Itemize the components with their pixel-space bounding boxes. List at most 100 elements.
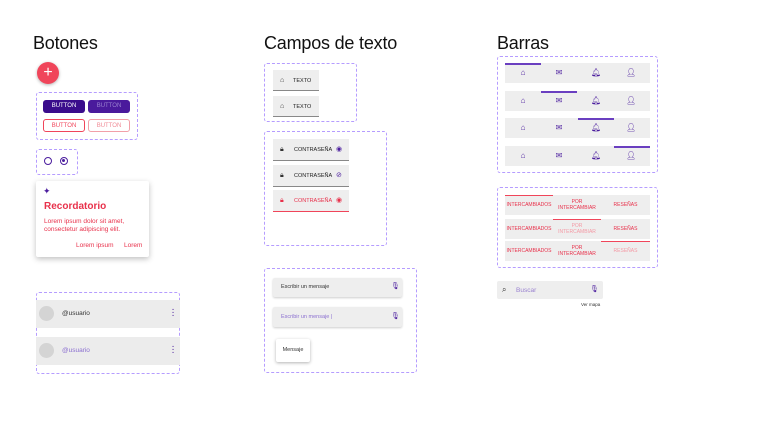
message-input[interactable]: Escribir un mensaje 🎙︎ [273, 278, 402, 297]
person-icon[interactable]: 👤︎ [626, 68, 637, 77]
bell-icon[interactable]: 🔔︎ [591, 151, 602, 160]
tab-label-line-2: INTERCAMBIAR [558, 251, 596, 257]
tab-label-line-1: POR [571, 199, 583, 205]
active-tab-indicator [601, 241, 650, 242]
outline-button-soft[interactable]: BUTTON [88, 119, 130, 132]
add-fab-button[interactable]: + [37, 62, 59, 84]
filled-button[interactable]: BUTTON [43, 100, 85, 113]
home-icon: ⌂ [280, 103, 285, 110]
lock-icon: 🔒︎ [280, 146, 284, 153]
bottom-nav-bar: ⌂ ✉ 🔔︎ 👤︎ [505, 63, 650, 83]
text-field[interactable]: ⌂ TEXTO [273, 96, 319, 117]
eye-off-icon[interactable]: ⊘ [336, 172, 342, 179]
card-action-primary[interactable]: Lorem ipsum [76, 242, 114, 249]
password-field[interactable]: 🔒︎ CONTRASEÑA ◉ [273, 139, 349, 161]
tab-bar: INTERCAMBIADOS POR INTERCAMBIAR RESEÑAS [505, 219, 650, 239]
lock-icon: 🔒︎ [280, 197, 284, 204]
radio-selected[interactable] [60, 157, 68, 165]
bottom-nav-bar: ⌂ ✉ 🔔︎ 👤︎ [505, 146, 650, 166]
outline-button[interactable]: BUTTON [43, 119, 85, 132]
password-field-error[interactable]: 🔒︎ CONTRASEÑA ◉ [273, 190, 349, 212]
user-list-group [36, 292, 180, 374]
more-vert-icon[interactable]: ··· [171, 304, 175, 321]
message-group [264, 268, 417, 373]
mail-icon[interactable]: ✉ [555, 68, 563, 77]
home-icon[interactable]: ⌂ [520, 96, 526, 105]
tab-reviews[interactable]: RESEÑAS [613, 248, 638, 254]
message-input-focused[interactable]: Escribir un mensaje | 🎙︎ [273, 307, 402, 327]
home-icon[interactable]: ⌂ [520, 123, 526, 132]
tab-to-exchange[interactable]: POR INTERCAMBIAR [553, 199, 601, 211]
search-bar[interactable]: ⌕ Buscar 🎙︎ [497, 281, 603, 299]
card-body-line-2: consectetur adipiscing elit. [44, 226, 121, 233]
more-vert-icon[interactable]: ··· [171, 341, 175, 358]
tab-to-exchange[interactable]: POR INTERCAMBIAR [553, 223, 601, 235]
message-button[interactable]: Mensaje [276, 339, 310, 362]
tab-bars-group [497, 187, 658, 268]
message-placeholder: Escribir un mensaje [281, 284, 330, 290]
nav-bars-group [497, 56, 658, 173]
text-field-label: TEXTO [293, 104, 312, 110]
password-label: CONTRASEÑA [294, 173, 333, 179]
eye-icon[interactable]: ◉ [336, 197, 343, 204]
password-label: CONTRASEÑA [294, 147, 333, 153]
tab-reviews[interactable]: RESEÑAS [613, 202, 638, 208]
card-title: Recordatorio [44, 201, 107, 212]
mic-icon[interactable]: 🎙︎ [391, 313, 400, 320]
bell-icon[interactable]: 🔔︎ [591, 68, 602, 77]
reminder-card: ✦ Recordatorio Lorem ipsum dolor sit ame… [36, 181, 149, 257]
active-tab-indicator [553, 219, 601, 220]
tab-to-exchange[interactable]: POR INTERCAMBIAR [553, 245, 601, 257]
section-title-bars: Barras [497, 33, 549, 53]
mail-icon[interactable]: ✉ [555, 96, 563, 105]
tab-exchanged[interactable]: INTERCAMBIADOS [506, 226, 552, 232]
mic-icon[interactable]: 🎙︎ [590, 286, 599, 293]
card-body-line-1: Lorem ipsum dolor sit amet, [44, 218, 125, 225]
username: @usuario [62, 347, 90, 354]
tab-label-line-2: INTERCAMBIAR [558, 229, 596, 235]
password-field[interactable]: 🔒︎ CONTRASEÑA ⊘ [273, 165, 349, 187]
filled-button-disabled[interactable]: BUTTON [88, 100, 130, 113]
person-icon[interactable]: 👤︎ [626, 123, 637, 132]
bottom-nav-bar: ⌂ ✉ 🔔︎ 👤︎ [505, 91, 650, 111]
radio-group [36, 149, 78, 175]
tab-label-line-1: POR [571, 223, 583, 229]
bell-icon[interactable]: 🔔︎ [591, 123, 602, 132]
tab-exchanged[interactable]: INTERCAMBIADOS [506, 248, 552, 254]
avatar [39, 306, 54, 321]
lock-icon: 🔒︎ [280, 172, 284, 179]
tab-exchanged[interactable]: INTERCAMBIADOS [506, 202, 552, 208]
user-list-item[interactable]: @usuario ··· [36, 300, 180, 328]
section-title-text-fields: Campos de texto [264, 33, 398, 53]
text-fields-group [264, 63, 357, 122]
active-tab-indicator [505, 195, 553, 196]
mic-icon[interactable]: 🎙︎ [391, 283, 400, 290]
tab-reviews[interactable]: RESEÑAS [613, 226, 638, 232]
password-fields-group [264, 131, 387, 246]
person-icon[interactable]: 👤︎ [626, 96, 637, 105]
buttons-group [36, 92, 138, 140]
search-placeholder: Buscar [516, 287, 537, 294]
text-field[interactable]: ⌂ TEXTO [273, 70, 319, 91]
person-icon[interactable]: 👤︎ [626, 151, 637, 160]
active-indicator [614, 146, 650, 148]
mail-icon[interactable]: ✉ [555, 123, 563, 132]
home-icon[interactable]: ⌂ [520, 68, 526, 77]
tab-bar: INTERCAMBIADOS POR INTERCAMBIAR RESEÑAS [505, 241, 650, 261]
view-map-link[interactable]: Ver mapa [581, 302, 601, 307]
home-icon[interactable]: ⌂ [520, 151, 526, 160]
eye-icon[interactable]: ◉ [336, 146, 343, 153]
bottom-nav-bar: ⌂ ✉ 🔔︎ 👤︎ [505, 118, 650, 138]
user-list-item[interactable]: @usuario ··· [36, 337, 180, 365]
search-icon: ⌕ [502, 285, 507, 294]
message-placeholder: Escribir un mensaje | [281, 314, 333, 320]
tab-bar: INTERCAMBIADOS POR INTERCAMBIAR RESEÑAS [505, 195, 650, 215]
card-action-secondary[interactable]: Lorem [124, 242, 143, 249]
active-indicator [541, 91, 577, 93]
text-field-label: TEXTO [293, 78, 312, 84]
radio-unselected[interactable] [44, 157, 52, 165]
tab-label-line-2: INTERCAMBIAR [558, 205, 596, 211]
mail-icon[interactable]: ✉ [555, 151, 563, 160]
bell-icon[interactable]: 🔔︎ [591, 96, 602, 105]
password-label: CONTRASEÑA [294, 198, 333, 204]
